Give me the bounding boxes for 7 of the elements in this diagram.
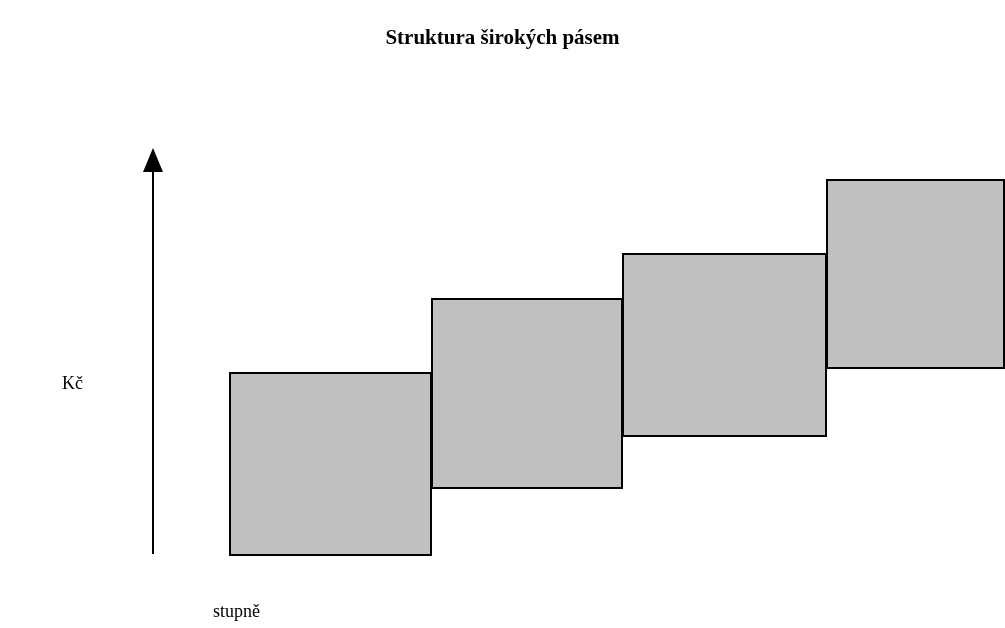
axis-label: Kč [62, 372, 83, 395]
axis-label: stupně [213, 600, 260, 623]
band-box [229, 372, 432, 556]
band-box [826, 179, 1005, 369]
title: Struktura širokých pásem [385, 24, 620, 51]
band-box [622, 253, 827, 437]
band-box [431, 298, 623, 489]
